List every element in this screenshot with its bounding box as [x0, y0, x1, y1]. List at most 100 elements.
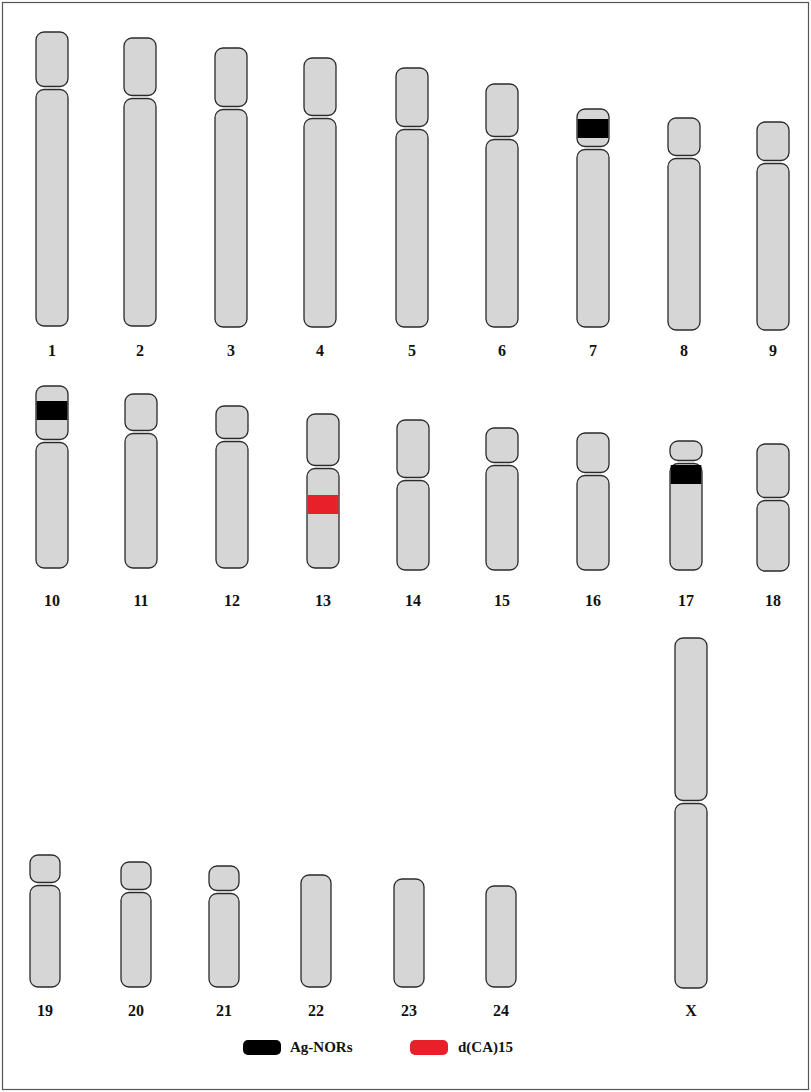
chromosome-arm [397, 481, 429, 571]
chromosome-ideogram [209, 866, 239, 987]
chromosome-ideogram [121, 862, 151, 987]
chromosome-ideogram [397, 420, 429, 570]
chromosome-band [308, 495, 339, 514]
chromosome-arm [216, 406, 248, 439]
chromosome-arm [486, 466, 518, 571]
chromosome-number: 24 [493, 1003, 509, 1019]
chromosome-ideogram [668, 118, 700, 330]
chromosome-arm [121, 862, 151, 890]
legend-text: d(CA)15 [458, 1040, 513, 1055]
chromosome-number: 22 [308, 1003, 324, 1019]
chromosome-ideogram [757, 444, 789, 571]
chromosome-number: 20 [128, 1003, 144, 1019]
chromosome-arm [307, 414, 339, 466]
chromosome-number: 11 [133, 593, 148, 609]
chromosome-number: 8 [680, 343, 688, 359]
chromosome-ideogram [124, 38, 156, 326]
chromosome-number: 6 [498, 343, 506, 359]
chromosome-ideogram [396, 68, 428, 327]
chromosome-number: 3 [227, 343, 235, 359]
legend-swatch [243, 1040, 281, 1055]
chromosome-arm [304, 119, 336, 328]
chromosome-arm [396, 68, 428, 127]
chromosome-ideogram [36, 32, 68, 326]
chromosome-arm [30, 855, 60, 883]
chromosome-arm [397, 420, 429, 478]
chromosome-arm [577, 476, 609, 571]
chromosome-number: 16 [585, 593, 601, 609]
frame-border [3, 3, 809, 1090]
chromosome-arm [30, 886, 60, 988]
chromosome-number: 2 [136, 343, 144, 359]
chromosome-ideogram [486, 886, 516, 987]
chromosome-number: 13 [315, 593, 331, 609]
chromosome-arm [307, 469, 339, 569]
chromosome-arm [396, 130, 428, 328]
chromosome-arm [304, 58, 336, 116]
chromosome-arm [36, 32, 68, 87]
chromosome-number: 12 [224, 593, 240, 609]
chromosome-ideogram [670, 441, 702, 570]
chromosome-arm [486, 428, 518, 463]
chromosome-arm [757, 444, 789, 498]
chromosome-arm [668, 118, 700, 156]
chromosome-number: 21 [216, 1003, 232, 1019]
chromosome-arm [668, 159, 700, 331]
chromosome-number: 17 [678, 593, 694, 609]
chromosome-number: 1 [48, 343, 56, 359]
chromosome-band [578, 119, 609, 138]
chromosome-ideogram [577, 433, 609, 570]
chromosome-arm [125, 394, 157, 431]
chromosome-arm [675, 804, 707, 989]
chromosome-ideogram [486, 84, 518, 327]
chromosome-ideogram [394, 879, 424, 987]
chromosome-number: 19 [37, 1003, 53, 1019]
chromosome-arm [577, 109, 609, 147]
chromosome-ideogram [36, 386, 68, 568]
chromosome-ideogram [307, 414, 339, 568]
chromosome-arm [486, 84, 518, 137]
chromosome-number: 9 [769, 343, 777, 359]
chromosome-number: 10 [44, 593, 60, 609]
chromosome-arm [757, 501, 789, 572]
chromosome-band [671, 465, 702, 484]
chromosome-arm [577, 433, 609, 473]
chromosome-number: 18 [765, 593, 781, 609]
chromosome-arm [757, 164, 789, 331]
chromosome-ideogram [304, 58, 336, 327]
chromosome-arm [124, 99, 156, 327]
chromosome-number: 4 [316, 343, 324, 359]
chromosome-number: 15 [494, 593, 510, 609]
chromosome-arm [124, 38, 156, 96]
chromosome-arm [121, 893, 151, 988]
chromosome-ideogram [301, 875, 331, 987]
chromosome-arm [486, 140, 518, 328]
chromosome-arm [125, 434, 157, 569]
chromosome-ideogram [216, 406, 248, 568]
chromosome-arm [670, 441, 702, 461]
chromosome-number: 7 [589, 343, 597, 359]
chromosome-arm [757, 122, 789, 161]
chromosome-arm [675, 638, 707, 801]
chromosome-arm [670, 464, 702, 571]
chromosome-arm [301, 875, 331, 987]
chromosome-arm [215, 110, 247, 328]
chromosome-arm [215, 48, 247, 107]
chromosome-arm [577, 150, 609, 328]
chromosome-ideogram [757, 122, 789, 330]
chromosome-ideogram [675, 638, 707, 988]
chromosome-ideogram [486, 428, 518, 570]
chromosome-ideogram [125, 394, 157, 568]
chromosome-arm [209, 894, 239, 988]
legend-text: Ag-NORs [290, 1040, 353, 1055]
chromosome-arm [486, 886, 516, 987]
chromosome-number: 23 [401, 1003, 417, 1019]
chromosome-number: X [685, 1003, 697, 1019]
chromosome-arm [216, 442, 248, 569]
chromosome-arm [394, 879, 424, 987]
chromosome-number: 14 [405, 593, 421, 609]
chromosome-ideogram [577, 109, 609, 327]
chromosome-arm [36, 386, 68, 440]
